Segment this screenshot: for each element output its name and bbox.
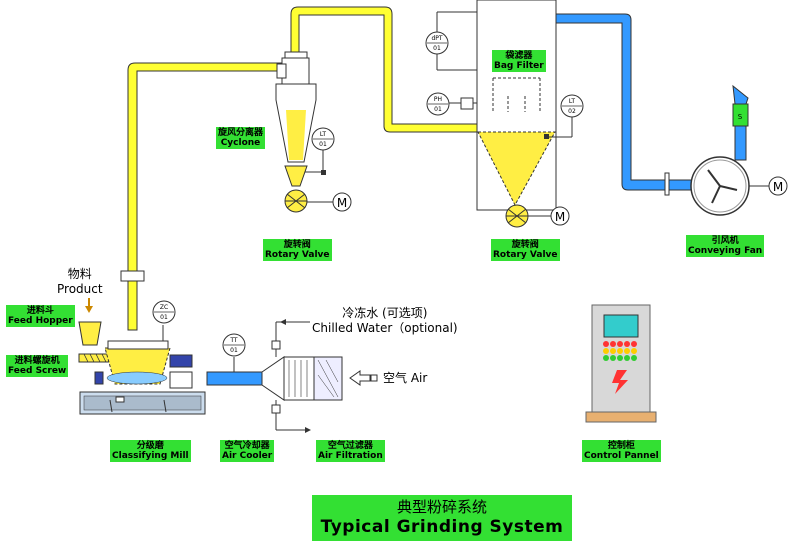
feed-hopper-label: 进料斗 Feed Hopper	[6, 305, 75, 327]
air-cooler-label: 空气冷却器 Air Cooler	[220, 440, 275, 462]
bag-filter	[476, 0, 557, 211]
rotary-valve-2-label: 旋转阀 Rotary Valve	[491, 239, 560, 261]
feed-hopper-label-en: Feed Hopper	[8, 316, 73, 326]
air-filtration-label: 空气过滤器 Air Filtration	[316, 440, 385, 462]
rotary-valve-2-label-en: Rotary Valve	[493, 250, 558, 260]
rotary-valve-1-label-cn: 旋转阀	[283, 240, 311, 250]
control-panel	[585, 304, 657, 423]
feed-screw-label-cn: 进料螺旋机	[14, 356, 60, 366]
pipe-flange	[284, 51, 308, 59]
rotary-valve-1-label-en: Rotary Valve	[265, 250, 330, 260]
zc-num: 01	[160, 314, 168, 321]
feed-screw-label: 进料螺旋机 Feed Screw	[6, 355, 69, 377]
air-inlet-label-cn: 空气	[383, 371, 408, 385]
pipe-flange	[120, 270, 145, 282]
rotary-valve-2	[505, 204, 551, 228]
bag-filter-label-en: Bag Filter	[494, 61, 544, 71]
motor-1-label: M	[337, 196, 347, 210]
mill-label-en: Classifying Mill	[112, 451, 189, 461]
rotary-valve-1-label: 旋转阀 Rotary Valve	[263, 239, 332, 261]
control-panel-label: 控制柜 Control Pannel	[582, 440, 661, 462]
lt2-num: 02	[568, 108, 576, 115]
fan-pipe-flange	[664, 172, 670, 196]
product-pipe	[127, 6, 479, 331]
classifying-mill	[79, 340, 206, 415]
motor-2-label: M	[555, 210, 565, 224]
lt2-tag: LT	[569, 98, 576, 105]
fan-sensor-label: S	[738, 113, 743, 121]
product-label-cn: 物料	[67, 267, 92, 281]
bag-filter-label: 袋滤器 Bag Filter	[492, 50, 546, 72]
tt-num: 01	[230, 347, 238, 354]
fan-motor	[768, 176, 788, 196]
air-inlet-label: 空气 Air	[383, 369, 427, 386]
lt1-num: 01	[319, 141, 327, 148]
air-filtration	[313, 356, 343, 401]
air-cooler-label-cn: 空气冷却器	[224, 441, 270, 451]
ph-tag: PH	[434, 96, 442, 103]
motor-1	[332, 192, 352, 212]
bag-filter-label-cn: 袋滤器	[505, 51, 533, 61]
rotary-valve-1	[284, 189, 333, 213]
zc-tag: ZC	[160, 304, 168, 311]
feed-hopper-label-cn: 进料斗	[26, 306, 54, 316]
air-cooler-label-en: Air Cooler	[222, 451, 273, 461]
diagram-title-cn: 典型粉碎系统	[396, 498, 487, 516]
rotary-valve-2-label-cn: 旋转阀	[511, 240, 539, 250]
chilled-water-label: 冷冻水 (可选项) Chilled Water（optional)	[312, 306, 458, 336]
mill-label-cn: 分级磨	[136, 441, 164, 451]
motor-2	[550, 206, 570, 226]
control-panel-label-cn: 控制柜	[607, 441, 635, 451]
feed-screw-label-en: Feed Screw	[8, 366, 67, 376]
air-inlet-label-en: Air	[410, 371, 428, 385]
feed-hopper	[78, 298, 102, 346]
mill-label: 分级磨 Classifying Mill	[110, 440, 191, 462]
air-filtration-label-cn: 空气过滤器	[327, 441, 373, 451]
fan-label: 引风机 Conveying Fan	[686, 235, 765, 257]
lt1-tag: LT	[320, 131, 327, 138]
fan-label-en: Conveying Fan	[688, 246, 763, 256]
air-pipe	[206, 13, 749, 386]
control-panel-label-en: Control Pannel	[584, 451, 659, 461]
air-filtration-label-en: Air Filtration	[318, 451, 383, 461]
cyclone-label-cn: 旋风分离器	[218, 128, 264, 138]
fan-label-cn: 引风机	[711, 236, 739, 246]
air-cooler	[261, 319, 315, 433]
cyclone-label: 旋风分离器 Cyclone	[216, 127, 266, 149]
ph-valve	[460, 97, 474, 110]
conveying-fan	[690, 156, 769, 216]
fan-sensor-box	[732, 103, 749, 127]
chilled-water-label-cn: 冷冻水 (可选项)	[342, 306, 428, 320]
fan-motor-label: M	[773, 180, 783, 194]
dpt-num: 01	[433, 45, 441, 52]
dpt-tag: dPT	[431, 35, 442, 42]
air-inlet-arrow	[349, 370, 371, 386]
chilled-water-label-en: Chilled Water（optional)	[312, 321, 458, 335]
diagram-title-en: Typical Grinding System	[320, 517, 564, 537]
cyclone	[275, 57, 317, 187]
cyclone-label-en: Cyclone	[220, 138, 261, 148]
ph-num: 01	[434, 106, 442, 113]
diagram-title: 典型粉碎系统 Typical Grinding System	[312, 495, 572, 541]
product-label: 物料 Product	[57, 267, 103, 297]
product-label-en: Product	[57, 282, 103, 296]
tt-tag: TT	[229, 337, 238, 344]
